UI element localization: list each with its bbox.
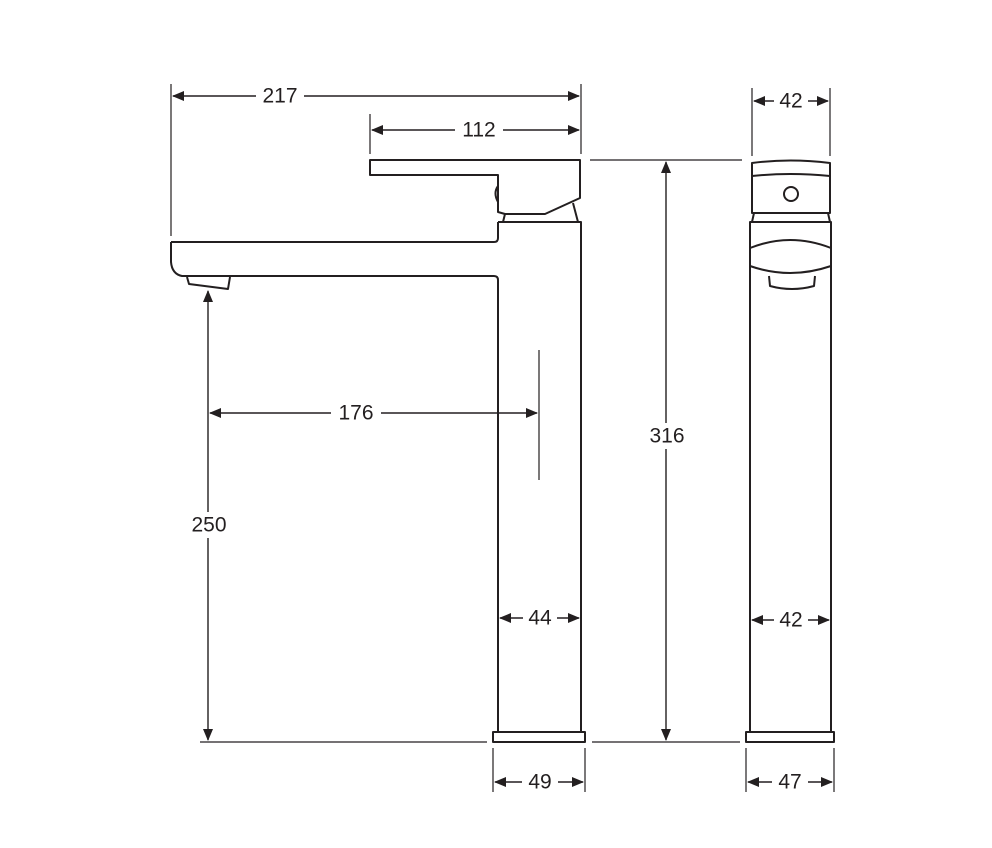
dimension-overall-length: 217 (172, 84, 580, 108)
side-base-plate (492, 731, 586, 743)
front-body-outline (749, 221, 832, 733)
dim-label-112: 112 (462, 119, 495, 142)
dim-label-217: 217 (262, 85, 297, 108)
dim-label-44: 44 (528, 607, 552, 630)
dim-label-42-body: 42 (779, 609, 802, 632)
dim-label-47: 47 (778, 771, 801, 794)
front-aerator (768, 275, 816, 290)
dim-label-250: 250 (191, 514, 226, 537)
dimension-body-width-front: 42 (751, 608, 830, 632)
dimension-spout-reach: 176 (209, 401, 538, 425)
dim-label-49: 49 (528, 771, 551, 794)
front-spout-curve-top (749, 239, 832, 249)
side-view (170, 159, 586, 743)
front-spout-curve-bottom (749, 265, 832, 274)
dimension-spout-height: 250 (186, 290, 230, 741)
front-collar (751, 212, 831, 223)
dimension-top-width-front: 42 (753, 89, 829, 113)
dimension-base-width-front: 47 (747, 770, 833, 794)
dimension-body-width-side: 44 (499, 606, 580, 630)
dim-label-316: 316 (649, 425, 684, 448)
dimension-base-width-side: 49 (494, 770, 584, 794)
dimension-total-height: 316 (644, 161, 690, 741)
front-lever-button (783, 186, 799, 202)
front-view (745, 159, 835, 743)
collar-outline (502, 202, 579, 223)
front-lever-body (751, 176, 831, 214)
dim-label-176: 176 (338, 402, 373, 425)
dim-label-42-top: 42 (779, 90, 802, 113)
lever-handle-outline (369, 159, 581, 215)
dimension-lever-length: 112 (371, 118, 580, 142)
front-base-plate (745, 731, 835, 743)
front-lever-cap (751, 159, 831, 177)
aerator-outline (186, 276, 231, 290)
lever-button-outline (494, 185, 499, 203)
body-spout-outline (170, 221, 582, 733)
extension-lines (170, 84, 835, 792)
